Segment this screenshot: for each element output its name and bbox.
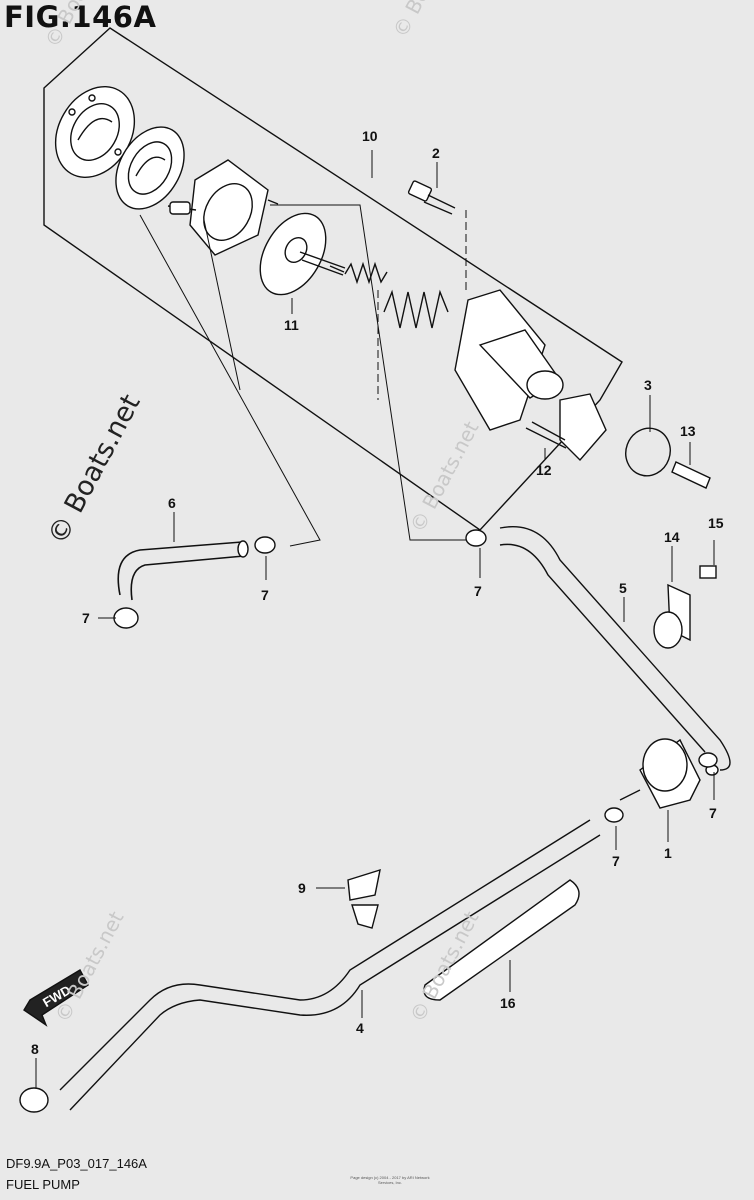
pin-13 [671,461,711,489]
clip-14 [653,583,691,649]
callout-4: 4 [356,1020,364,1036]
leader-lines [35,150,715,1088]
callout-12: 12 [536,462,552,478]
figure-code: DF9.9A_P03_017_146A [6,1156,147,1171]
callout-1: 1 [664,845,672,861]
diaphragm-assembly [259,212,346,296]
large-spring [383,289,449,329]
clamp-7-left-lower [113,607,139,629]
callout-7-d: 7 [709,805,717,821]
screw-12 [525,421,567,449]
connector-lines [139,204,466,547]
callout-7-e: 7 [612,853,620,869]
o-ring-3 [625,427,671,477]
guide-lines [377,210,467,400]
figure-caption: FUEL PUMP [6,1177,80,1192]
clamp-7-lower-right [604,807,624,823]
callout-7-a: 7 [82,610,90,626]
copyright-note: Page design (c) 2004 - 2017 by ARI Netwo… [350,1175,430,1185]
bolt-2 [407,180,456,215]
callout-7-b: 7 [261,587,269,603]
gasket [115,126,185,210]
callout-7-c: 7 [474,583,482,599]
callout-9: 9 [298,880,306,896]
hose-4 [59,819,601,1111]
bolt-15 [699,565,717,579]
clamp-7-right [698,752,718,768]
callout-10: 10 [362,128,378,144]
clamp-7-center [465,529,487,547]
figure-title: FIG.146A [4,0,157,34]
valve-body [167,159,279,256]
clip-9 [347,868,381,929]
fuel-filter-1 [619,738,719,809]
hose-5 [499,526,731,771]
hose-6 [117,541,245,601]
pump-flange [454,289,607,462]
callout-3: 3 [644,377,652,393]
exploded-view-frame [43,27,623,531]
callout-11: 11 [284,317,299,333]
callout-2: 2 [432,145,440,161]
callout-16: 16 [500,995,516,1011]
callout-8: 8 [31,1041,39,1057]
clamp-7-left-upper [254,536,276,554]
small-spring [344,261,388,285]
callout-14: 14 [664,529,680,545]
callout-15: 15 [708,515,724,531]
callout-13: 13 [680,423,696,439]
clamp-8 [19,1087,49,1113]
callout-5: 5 [619,580,627,596]
callout-6: 6 [168,495,176,511]
hose-16 [423,879,580,1001]
fwd-arrow [23,969,89,1027]
callouts: 10 2 11 3 13 12 6 7 7 7 14 15 5 7 1 7 9 … [31,128,724,1057]
